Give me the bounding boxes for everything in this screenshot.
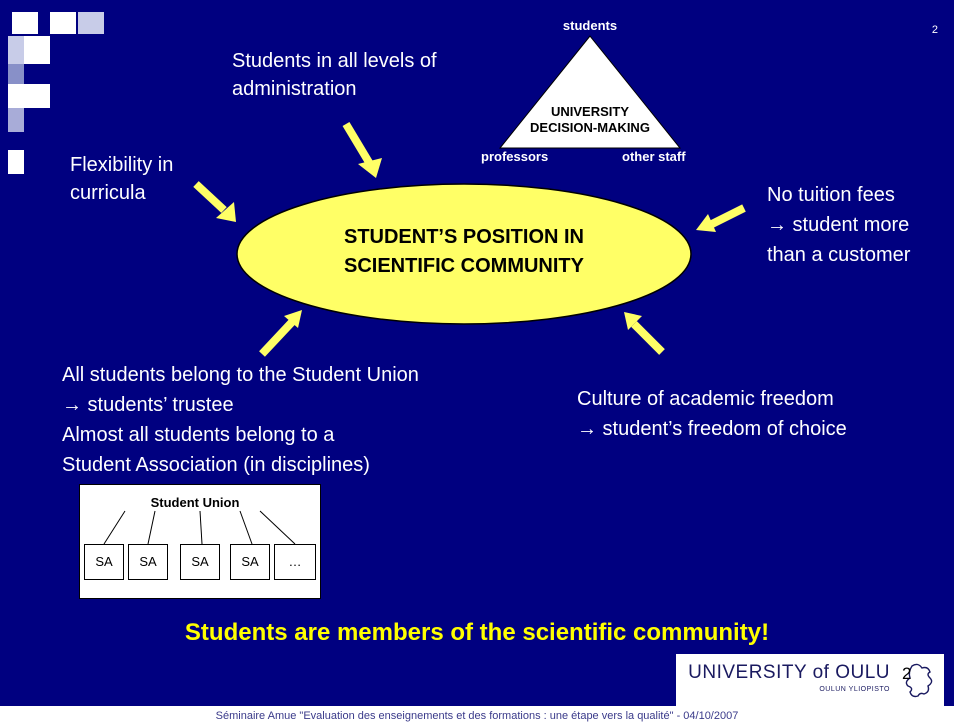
union-note-line3: Almost all students belong to a — [62, 424, 335, 446]
oulu-symbol-icon — [905, 663, 933, 698]
decor-square — [8, 150, 24, 174]
decor-square — [8, 84, 24, 108]
flexibility-note-line1: Flexibility in — [70, 154, 174, 176]
page-number: 2 — [931, 24, 938, 36]
triangle-left-label: professors — [481, 149, 549, 164]
freedom-note-line1: Culture of academic freedom — [577, 388, 834, 410]
decor-square — [8, 36, 24, 64]
footer: Séminaire Amue "Evaluation des enseignem… — [215, 710, 739, 722]
decor-square — [12, 12, 38, 34]
fees-note-line1: No tuition fees — [767, 184, 895, 206]
slide: 2 students UNIVERSITY DECISION-MAKING pr… — [0, 0, 954, 706]
arrow-flex — [193, 181, 236, 222]
decor-square — [8, 64, 24, 84]
arrow-freedom — [624, 312, 665, 355]
decor-square — [50, 12, 76, 34]
flexibility-note-line2: curricula — [70, 182, 146, 204]
ellipse-line2: SCIENTIFIC COMMUNITY — [344, 255, 584, 277]
org-chart-box: SA — [128, 544, 168, 580]
triangle-right-label: other staff — [622, 149, 686, 164]
central-ellipse — [236, 183, 692, 325]
logo-sub-text: OULUN YLIOPISTO — [819, 686, 890, 693]
admin-note-line2: administration — [232, 78, 357, 100]
org-chart-lines — [103, 510, 296, 545]
logo-badge-number: 2 — [902, 664, 912, 683]
logo-badge: 2 — [898, 660, 938, 700]
decor-square — [24, 36, 50, 64]
university-logo: UNIVERSITY of OULU OULUN YLIOPISTO 2 — [676, 654, 944, 706]
org-chart-box: SA — [230, 544, 270, 580]
union-note-line2: → students’ trustee — [62, 394, 234, 416]
freedom-note-line2: → student’s freedom of choice — [577, 418, 847, 440]
headline: Students are members of the scientific c… — [184, 619, 770, 646]
decor-square — [8, 108, 24, 132]
admin-note-line1: Students in all levels of — [232, 50, 437, 72]
decor-square — [24, 84, 50, 108]
triangle-center-line1: UNIVERSITY — [550, 104, 629, 119]
triangle-top-label: students — [562, 18, 618, 33]
fees-note-line3: than a customer — [767, 244, 911, 266]
org-chart: Student Union SA SA SA SA … — [79, 484, 321, 599]
ellipse-line1: STUDENT’S POSITION IN — [343, 226, 585, 248]
logo-main-text: UNIVERSITY of OULU — [688, 662, 890, 683]
decision-triangle — [498, 35, 682, 149]
arrow-fees — [696, 204, 746, 232]
org-chart-box: SA — [84, 544, 124, 580]
triangle-center-line2: DECISION-MAKING — [530, 120, 650, 135]
arrow-union — [259, 310, 302, 357]
fees-note-line2: → student more — [767, 214, 910, 236]
arrow-admin — [342, 121, 382, 178]
union-note-line1: All students belong to the Student Union — [62, 364, 419, 386]
org-chart-title: Student Union — [150, 495, 240, 510]
decor-square — [78, 12, 104, 34]
org-chart-box: … — [274, 544, 316, 580]
union-note-line4: Student Association (in disciplines) — [62, 454, 370, 476]
org-chart-box: SA — [180, 544, 220, 580]
